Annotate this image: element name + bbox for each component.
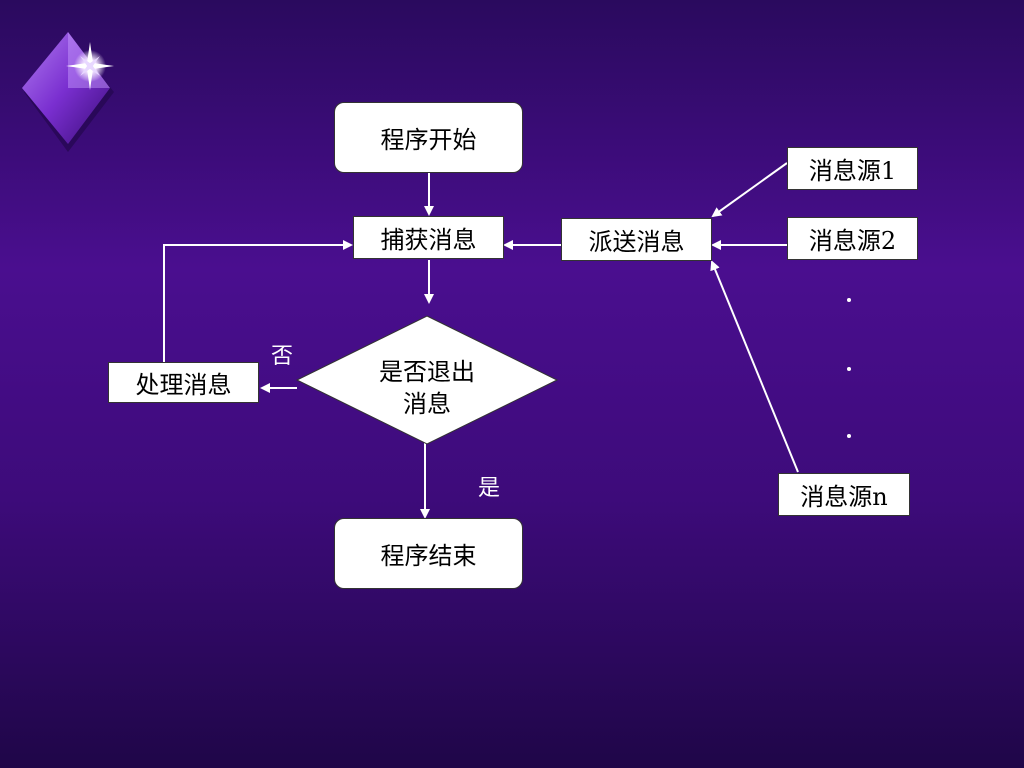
dispatch-message-node: 派送消息 [561,218,712,261]
decision-diamond [295,315,559,445]
process-message-node: 处理消息 [108,362,259,403]
decision-label-line1: 是否退出 [379,358,475,386]
edge-label-yes: 是 [478,476,501,501]
sparkle-diamond-icon [22,32,114,152]
message-source-1-node: 消息源1 [787,147,918,190]
decision-label: 是否退出 消息 [347,356,507,420]
message-source-n-node: 消息源n [778,473,910,516]
decision-label-line2: 消息 [403,390,451,418]
end-node: 程序结束 [334,518,523,589]
ellipsis-dot [847,298,851,302]
start-node: 程序开始 [334,102,523,173]
edge-label-no: 否 [271,344,294,369]
capture-message-node: 捕获消息 [353,216,504,259]
message-source-2-node: 消息源2 [787,217,918,260]
ellipsis-dot [847,367,851,371]
ellipsis-dot [847,434,851,438]
